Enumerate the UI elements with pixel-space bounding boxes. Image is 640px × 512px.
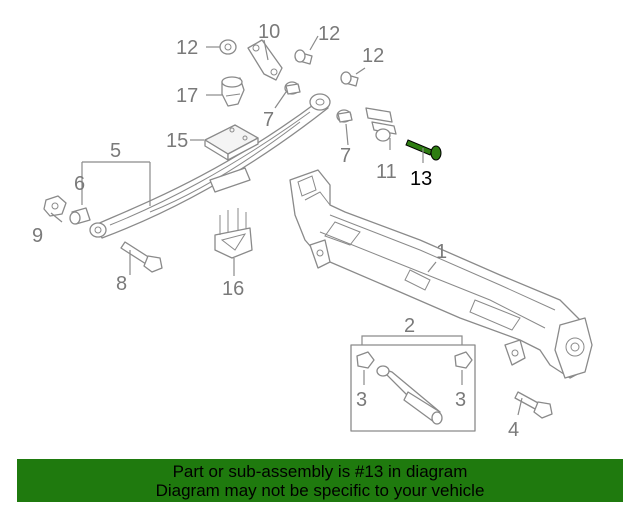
banner-line-1: Part or sub-assembly is #13 in diagram <box>172 462 468 481</box>
axle-beam-part-1 <box>289 169 593 379</box>
callout-14: 12 <box>176 37 198 59</box>
bushing-part-14 <box>219 39 237 55</box>
bolt-part-12-lower <box>340 71 359 87</box>
shackle-part-10 <box>247 39 283 81</box>
plate-part-15 <box>204 124 259 161</box>
bolt-part-12-upper <box>294 49 313 65</box>
callout-11: 11 <box>376 161 397 183</box>
bolt-part-4 <box>514 391 553 419</box>
bump-stop-part-17 <box>221 76 245 107</box>
shock-absorber-part-2 <box>350 344 476 432</box>
callout-3-left: 3 <box>356 389 367 411</box>
banner-line-2: Diagram may not be specific to your vehi… <box>155 481 485 500</box>
callout-4: 4 <box>508 419 519 441</box>
callout-9: 9 <box>32 225 43 247</box>
callout-7-left: 7 <box>263 109 274 131</box>
callout-3-right: 3 <box>455 389 466 411</box>
callout-16: 16 <box>222 278 244 300</box>
info-banner: Part or sub-assembly is #13 in diagram D… <box>17 459 623 502</box>
bolt-part-13-highlighted <box>405 139 442 161</box>
leaf-spring-part-5 <box>89 93 331 239</box>
callout-6: 6 <box>74 173 85 195</box>
callout-12-right: 12 <box>362 45 384 67</box>
u-bolt-bracket-part-16 <box>214 208 253 259</box>
callout-8: 8 <box>116 273 127 295</box>
callout-7-right: 7 <box>340 145 351 167</box>
bushing-part-7-right <box>336 109 353 123</box>
callout-12-upper: 12 <box>318 23 340 45</box>
callout-1: 1 <box>436 241 447 263</box>
shackle-plate-part-11 <box>365 107 397 142</box>
callout-2: 2 <box>404 315 415 337</box>
callout-10: 10 <box>258 21 280 43</box>
callout-13-highlighted: 13 <box>410 168 432 190</box>
callout-15: 15 <box>166 130 188 152</box>
nut-part-9 <box>43 195 67 217</box>
callout-17: 17 <box>176 85 198 107</box>
bolt-part-8 <box>120 241 163 273</box>
bushing-part-6 <box>69 207 91 225</box>
leader-lines <box>50 35 523 416</box>
callout-5: 5 <box>110 140 121 162</box>
bushing-part-7-left <box>284 81 301 95</box>
callouts: 12 10 12 12 17 7 7 11 13 15 5 6 9 8 16 1… <box>32 21 519 441</box>
